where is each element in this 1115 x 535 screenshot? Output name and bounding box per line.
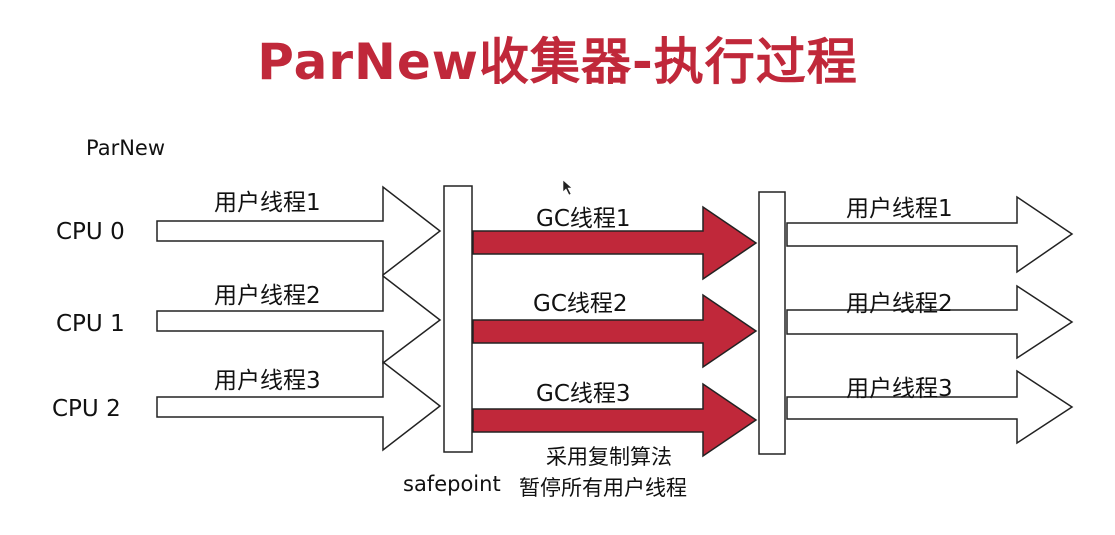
user-thread-arrow-after-2: [786, 369, 1074, 445]
gc-thread-arrow-1: [472, 293, 758, 369]
gc-thread-label-0: GC线程1: [536, 206, 631, 232]
copy-algorithm-note: 采用复制算法: [546, 445, 672, 469]
cpu-label-0: CPU 0: [56, 219, 125, 245]
gc-thread-arrow-0: [472, 205, 758, 281]
page-title: ParNew收集器-执行过程: [257, 33, 858, 91]
cpu-label-1: CPU 1: [56, 311, 125, 337]
user-thread-arrow-before-1: [156, 274, 442, 365]
cpu-label-2: CPU 2: [52, 396, 121, 422]
parnew-label: ParNew: [86, 136, 166, 160]
user-thread-label-before-2: 用户线程3: [214, 368, 321, 394]
user-thread-arrow-after-0: [786, 195, 1074, 274]
user-thread-arrow-after-1: [786, 284, 1074, 360]
gc-thread-label-1: GC线程2: [533, 291, 628, 317]
pause-all-note: 暂停所有用户线程: [519, 476, 687, 500]
safepoint-bar: [443, 185, 473, 453]
gc-thread-arrow-2: [472, 382, 758, 458]
user-thread-label-after-2: 用户线程3: [846, 376, 953, 402]
gc-thread-label-2: GC线程3: [536, 381, 631, 407]
user-thread-label-before-0: 用户线程1: [214, 190, 321, 216]
user-thread-arrow-before-2: [156, 360, 442, 452]
user-thread-label-after-0: 用户线程1: [846, 196, 953, 222]
user-thread-label-after-1: 用户线程2: [846, 291, 953, 317]
safepoint-label: safepoint: [403, 472, 501, 496]
mouse-cursor-icon: [562, 179, 573, 196]
user-thread-arrow-before-0: [156, 185, 442, 277]
resume-bar: [758, 191, 786, 455]
user-thread-label-before-1: 用户线程2: [214, 283, 321, 309]
